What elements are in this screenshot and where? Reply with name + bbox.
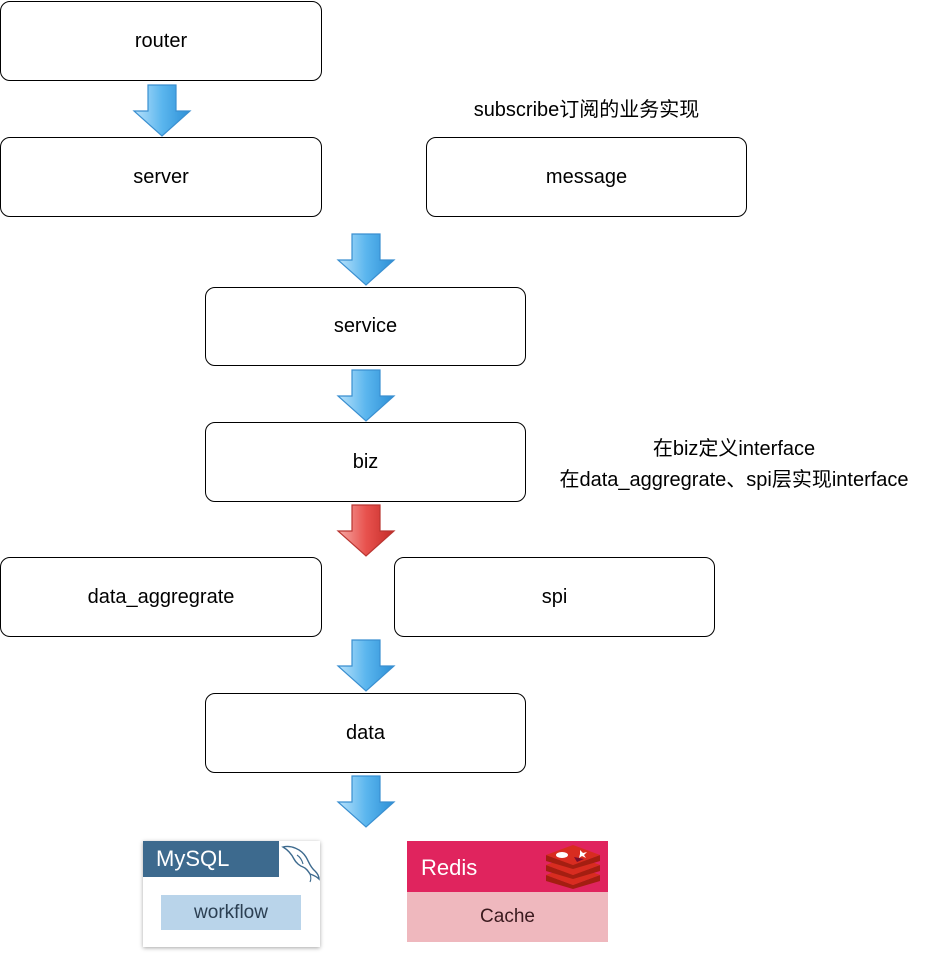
message-note: subscribe订阅的业务实现 [473, 99, 700, 121]
arrow-down-icon [336, 639, 396, 693]
data-aggregrate-label: data_aggregrate [87, 585, 235, 608]
biz-note-line1: 在biz定义interface [652, 438, 816, 460]
biz-note: 在biz定义interface 在data_aggregrate、spi层实现i… [529, 434, 939, 496]
dolphin-icon [279, 841, 320, 883]
arrow-down-icon [336, 233, 396, 287]
server-node: server [0, 137, 322, 217]
redis-title: Redis [421, 855, 478, 880]
mysql-workflow-item: workflow [161, 895, 301, 930]
spi-node: spi [394, 557, 715, 637]
biz-note-line2: 在data_aggregrate、spi层实现interface [559, 469, 909, 491]
biz-node: biz [205, 422, 526, 502]
mysql-card: MySQL workflow [143, 841, 320, 947]
router-label: router [134, 29, 188, 52]
data-label: data [346, 721, 385, 744]
redis-card: Redis Cache [407, 841, 608, 942]
message-node: message [426, 137, 747, 217]
spi-label: spi [541, 585, 568, 608]
redis-cache-item: Cache [407, 892, 608, 942]
server-label: server [133, 165, 189, 188]
mysql-header: MySQL [143, 841, 320, 883]
redis-cube-icon [546, 845, 600, 889]
router-node: router [0, 1, 322, 81]
arrow-down-icon [132, 84, 192, 138]
message-label: message [545, 165, 628, 188]
redis-header: Redis [407, 841, 608, 892]
service-label: service [333, 315, 398, 337]
biz-label: biz [352, 450, 379, 473]
data-node: data [205, 693, 526, 773]
arrow-down-red-icon [336, 504, 396, 558]
arrow-down-icon [336, 775, 396, 829]
data-aggregrate-node: data_aggregrate [0, 557, 322, 637]
service-node: service [205, 287, 526, 366]
arrow-down-icon [336, 369, 396, 423]
mysql-title: MySQL [156, 846, 230, 871]
